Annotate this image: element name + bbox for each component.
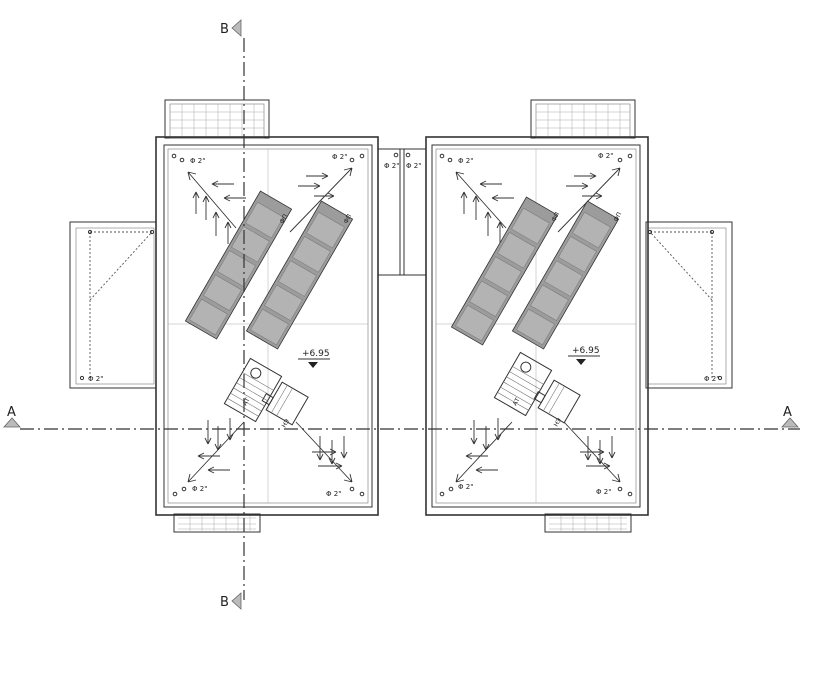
right-drain-label-br: Φ 2" [596, 488, 611, 496]
section-line-a: A A [3, 405, 800, 430]
right-building: Φ 2" Φ 2" Φ 2" Φ 2" Φ 2" [425, 99, 733, 533]
right-roof-outline [425, 136, 649, 516]
left-drain-label-bl: Φ 2" [192, 485, 207, 493]
left-slope-arrows [187, 167, 353, 483]
right-wing-drain-label: Φ 2" [704, 375, 719, 383]
connector-drain-label-left: Φ 2" [384, 162, 399, 170]
left-roof-outline [155, 136, 379, 516]
right-pump [533, 379, 581, 424]
left-building: Φ 2" Φ 2" Φ 2" Φ 2" Φ 2" [69, 99, 379, 533]
left-drain-label-tr: Φ 2" [332, 153, 347, 161]
right-drain-label-tl: Φ 2" [458, 157, 473, 165]
left-tank-label: АТ [242, 396, 252, 407]
right-panel-label-2: ФП [613, 211, 624, 223]
left-panel-label-1: ФП [279, 213, 290, 225]
right-solar-array-outer [450, 196, 559, 346]
right-slope-arrows [455, 167, 621, 483]
section-a-label-right: A [783, 405, 792, 420]
left-drain-label-br: Φ 2" [326, 490, 341, 498]
left-panel-label-2: ФП [343, 213, 354, 225]
right-storage-tank [493, 351, 553, 417]
right-level-mark: +6.95 [568, 346, 600, 365]
left-solar-array-inner [245, 200, 354, 350]
left-pump-label: НЭ [281, 418, 291, 429]
right-bottom-skylight [544, 513, 632, 533]
right-pump-label: НЭ [553, 417, 563, 428]
connector-block: Φ 2" Φ 2" [377, 148, 427, 276]
section-b-label-bottom: B [220, 595, 229, 610]
right-panel-label-1: ФП [551, 211, 562, 223]
left-level-mark: +6.95 [298, 349, 330, 368]
left-storage-tank [223, 357, 283, 423]
left-side-wing: Φ 2" [69, 221, 157, 389]
section-a-label-left: A [7, 405, 16, 420]
left-pump [261, 381, 309, 426]
right-level-value: +6.95 [572, 346, 600, 356]
left-wing-drain-label: Φ 2" [88, 375, 103, 383]
section-b-label-top: B [220, 22, 229, 37]
left-top-skylight [164, 99, 270, 139]
left-drain-label-tl: Φ 2" [190, 157, 205, 165]
right-side-wing: Φ 2" [645, 221, 733, 389]
left-roof-drains: Φ 2" Φ 2" Φ 2" Φ 2" [171, 153, 365, 498]
right-solar-array-inner [511, 200, 620, 350]
section-line-b: B B [220, 19, 245, 610]
right-tank-label: АТ [512, 396, 522, 407]
left-bottom-skylight [173, 513, 261, 533]
right-top-skylight [530, 99, 636, 139]
left-level-value: +6.95 [302, 349, 330, 359]
connector-drain-label-right: Φ 2" [406, 162, 421, 170]
right-roof-drains: Φ 2" Φ 2" Φ 2" Φ 2" [439, 152, 633, 497]
right-drain-label-bl: Φ 2" [458, 483, 473, 491]
left-solar-array-outer [184, 190, 293, 340]
right-drain-label-tr: Φ 2" [598, 152, 613, 160]
